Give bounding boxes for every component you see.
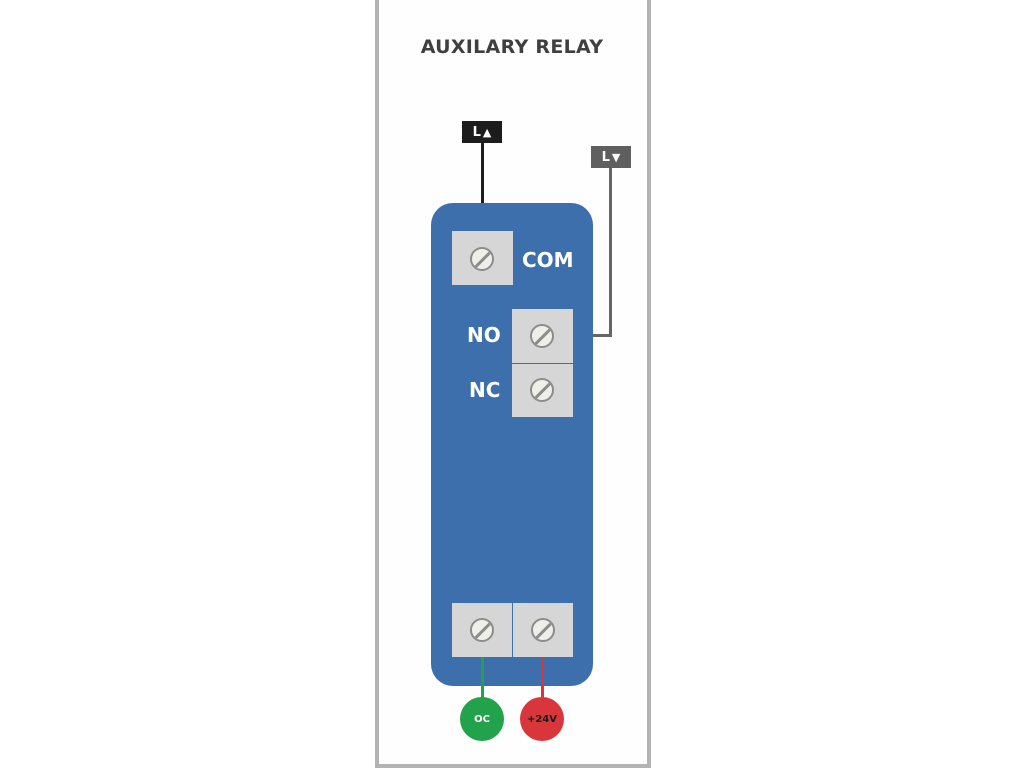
screw-icon [530,378,554,402]
arrow-down-icon: ▼ [611,150,621,164]
screw-icon [470,618,494,642]
oc-wire [481,657,484,699]
screw-icon [470,247,494,271]
oc-terminal[interactable] [452,603,512,657]
oc-label: OC [474,713,490,725]
arrow-up-icon: ▲ [482,125,492,139]
no-label: NO [467,323,501,347]
panel-title: AUXILARY RELAY [420,36,604,58]
v24-wire [541,657,544,699]
com-terminal[interactable] [452,231,513,285]
no-terminal[interactable] [512,309,573,363]
screw-icon [531,618,555,642]
screw-icon [530,324,554,348]
line-letter: L [472,124,481,140]
no-wire-vertical [609,168,612,337]
com-wire [481,143,484,238]
nc-terminal[interactable] [512,364,573,417]
v24-terminal[interactable] [513,603,573,657]
com-label: COM [522,248,574,272]
v24-label: +24V [526,713,558,725]
line-up-tag: L ▲ [462,121,502,143]
oc-connector[interactable]: OC [460,697,504,741]
nc-label: NC [469,378,501,402]
line-letter: L [601,149,610,165]
line-down-tag: L ▼ [591,146,631,168]
v24-connector[interactable]: +24V [520,697,564,741]
